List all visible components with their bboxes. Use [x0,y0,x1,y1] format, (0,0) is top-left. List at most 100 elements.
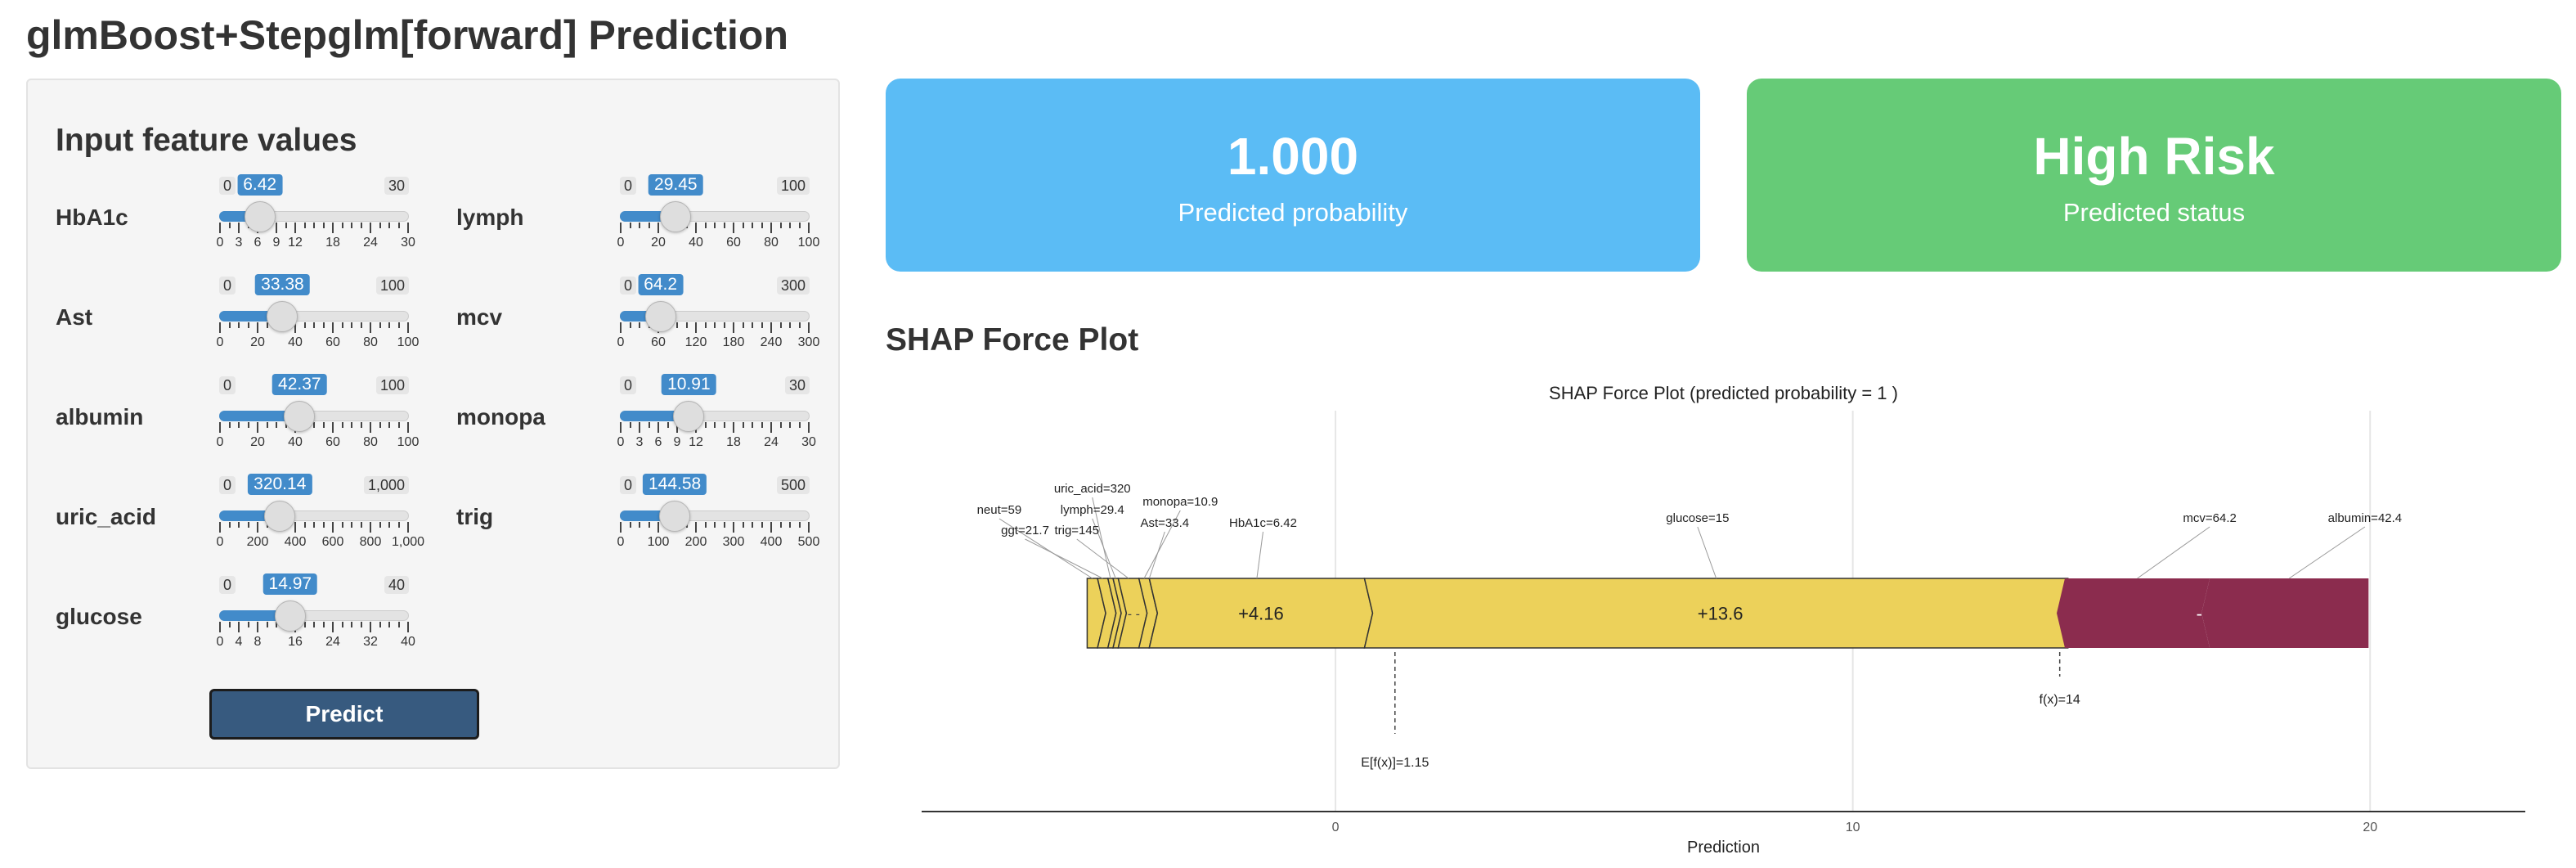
slider-tick [303,522,306,528]
slider-tick [798,322,801,328]
slider-handle[interactable] [673,401,705,432]
slider-tick [228,522,231,528]
slider-tick [648,223,650,228]
slider-major-tick [733,223,734,233]
slider-handle[interactable] [660,201,692,232]
slider-major-tick [620,223,622,233]
slider-tick [351,322,352,328]
status-box: High Risk Predicted status [1747,79,2561,272]
slider-min-label: 0 [219,177,236,195]
slider-handle[interactable] [659,501,691,532]
slider-tick [789,223,791,228]
slider-tick [714,522,716,528]
slider-handle[interactable] [244,201,276,232]
slider-major-tick [733,522,734,533]
slider-major-tick [695,322,697,333]
slider-tick [238,522,240,528]
label-leader-line [999,518,1093,579]
slider-tick-label: 12 [689,435,703,449]
label-leader-line [2137,526,2210,579]
slider-handle[interactable] [274,600,306,632]
shap-feature-label: lymph=29.4 [1061,503,1124,517]
slider-major-tick [639,422,640,433]
slider-tick [313,522,315,528]
slider-ticks [219,522,409,542]
slider-handle[interactable] [267,301,298,332]
slider-tick [351,522,352,528]
shap-segment-value: +4.16 [1238,604,1284,624]
slider-tick-label: 100 [397,335,420,349]
slider-major-tick [257,522,258,533]
slider-tick [313,322,315,328]
probability-value: 1.000 [1227,127,1359,186]
label-leader-line [1076,538,1129,579]
slider-major-tick [219,622,221,632]
slider-tick-label: 16 [288,635,303,649]
slider-min-label: 0 [219,376,236,394]
slider-tick-label: 400 [284,535,307,549]
slider-tick [639,522,640,528]
slider-tick-label: 20 [250,335,265,349]
slider-tick [761,522,763,528]
slider-tick [704,322,707,328]
slider-tick [798,422,801,428]
slider-tick-label: 18 [726,435,741,449]
slider-tick [341,622,343,627]
slider-tick [629,422,631,428]
slider-tick [341,223,343,228]
slider-tick [648,422,650,428]
slider-tick [341,522,343,528]
label-leader-line [1143,510,1181,579]
shap-feature-label: HbA1c=6.42 [1229,516,1297,530]
slider-tick-label: 0 [216,535,224,549]
slider-value-badge: 144.58 [642,474,707,495]
slider-major-tick [770,322,772,333]
slider-tick [397,322,400,328]
slider-tick [779,522,782,528]
slider-tick [704,223,707,228]
slider-tick [714,422,716,428]
slider-major-tick [620,422,622,433]
slider-tick [798,522,801,528]
slider-tick-label: 120 [684,335,707,349]
slider-major-tick [657,422,659,433]
slider-tick [714,223,716,228]
slider-handle[interactable] [644,301,676,332]
slider-major-tick [332,223,334,233]
slider-tick [379,522,381,528]
shap-segment-albumin [2201,578,2369,648]
slider-tick-label: 3 [235,236,243,250]
slider-tick [360,322,362,328]
slider-tick [322,622,325,627]
slider-min-label: 0 [620,376,637,394]
slider-tick-label: 9 [673,435,681,449]
slider-major-tick [370,322,371,333]
slider-tick-label: 6 [254,236,262,250]
slider-tick [789,522,791,528]
slider-tick [322,422,325,428]
slider-major-tick [219,223,221,233]
predict-button[interactable]: Predict [209,689,479,740]
slider-value-badge: 6.42 [237,174,283,196]
slider-tick [629,322,631,328]
slider-tick [388,622,390,627]
slider-major-tick [770,522,772,533]
slider-handle[interactable] [264,501,296,532]
slider-tick-label: 20 [651,236,666,250]
slider-handle[interactable] [284,401,316,432]
slider-tick-label: 60 [325,435,340,449]
slider-tick [666,422,669,428]
slider-tick [742,322,744,328]
slider-value-badge: 64.2 [638,274,684,295]
slider-tick-label: 9 [272,236,280,250]
